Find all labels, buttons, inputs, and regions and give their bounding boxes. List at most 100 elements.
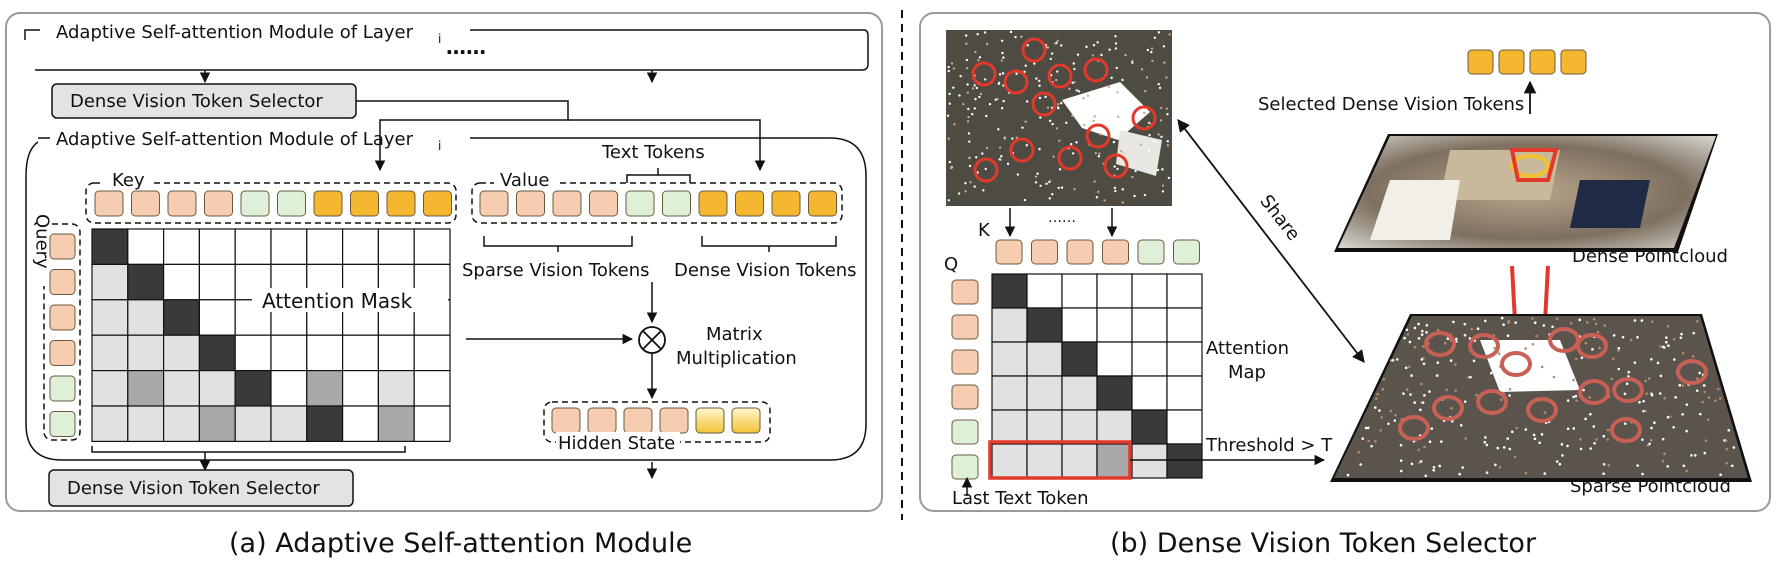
multiplication-label: Multiplication — [676, 348, 797, 369]
point-speck — [1469, 375, 1472, 379]
point-speck — [969, 181, 972, 184]
point-speck — [1069, 142, 1073, 146]
mask-cell — [198, 370, 236, 407]
point-speck — [1524, 471, 1528, 475]
point-speck — [1071, 152, 1075, 155]
sparse-vision-tokens-label: Sparse Vision Tokens — [462, 260, 650, 281]
mask-cell — [127, 370, 165, 407]
point-speck — [996, 97, 999, 101]
point-speck — [1484, 436, 1487, 439]
point-speck — [1166, 140, 1169, 143]
point-speck — [1059, 101, 1063, 105]
point-speck — [1644, 409, 1647, 413]
key-token — [240, 190, 270, 217]
key-token — [94, 190, 124, 217]
point-speck — [1097, 190, 1100, 194]
point-speck — [968, 156, 971, 160]
point-speck — [1589, 412, 1592, 416]
point-speck — [1387, 422, 1390, 426]
q-tokens — [951, 279, 979, 480]
point-speck — [1399, 443, 1403, 447]
point-speck — [1076, 53, 1080, 56]
map-cell — [1131, 307, 1168, 343]
point-speck — [1038, 147, 1041, 151]
point-speck — [1730, 464, 1734, 468]
point-speck — [1346, 473, 1350, 477]
point-speck — [1156, 168, 1160, 172]
query-token — [49, 411, 76, 437]
point-speck — [1592, 317, 1596, 321]
point-speck — [1086, 94, 1090, 97]
point-speck — [1025, 100, 1029, 103]
point-speck — [976, 32, 979, 36]
point-speck — [1450, 406, 1453, 410]
point-speck — [985, 114, 988, 118]
point-speck — [1642, 399, 1645, 403]
sampled-point-circle — [1085, 123, 1111, 149]
point-speck — [1419, 408, 1422, 412]
panel-b-caption: (b) Dense Vision Token Selector — [1110, 528, 1537, 559]
sampled-point-circle — [1031, 91, 1057, 117]
point-speck — [1093, 180, 1096, 183]
point-speck — [1000, 59, 1004, 62]
point-speck — [1666, 416, 1670, 419]
point-speck — [1095, 196, 1099, 199]
mask-cell — [377, 334, 415, 372]
value-token — [552, 190, 582, 217]
point-speck — [1685, 429, 1688, 433]
point-speck — [1049, 179, 1052, 183]
map-cell — [1096, 409, 1133, 445]
point-speck — [974, 51, 977, 54]
point-speck — [997, 82, 1000, 86]
point-speck — [1555, 386, 1558, 389]
point-speck — [1058, 168, 1062, 171]
point-speck — [1698, 412, 1702, 416]
point-speck — [997, 128, 1000, 131]
point-speck — [1555, 317, 1559, 321]
point-speck — [1452, 320, 1455, 324]
point-speck — [1678, 383, 1682, 387]
point-speck — [947, 137, 951, 140]
point-speck — [965, 67, 969, 70]
point-speck — [1636, 464, 1639, 467]
sampled-point-circle — [1676, 359, 1708, 385]
sampled-point-circle — [1009, 137, 1035, 163]
point-speck — [1672, 425, 1675, 429]
point-speck — [1034, 181, 1038, 184]
point-speck — [1727, 429, 1731, 432]
point-speck — [1672, 358, 1676, 361]
point-speck — [1648, 442, 1651, 446]
point-speck — [1732, 446, 1736, 449]
point-speck — [1374, 439, 1377, 443]
sparse-pointcloud-label: Sparse Pointcloud — [1570, 476, 1731, 497]
point-speck — [1645, 392, 1649, 396]
point-speck — [1502, 323, 1505, 327]
point-speck — [1121, 188, 1124, 191]
point-speck — [1134, 169, 1137, 173]
point-speck — [1436, 361, 1440, 364]
point-speck — [1049, 57, 1052, 61]
point-speck — [1621, 335, 1625, 339]
map-cell — [1096, 341, 1133, 377]
query-token — [49, 340, 76, 366]
point-speck — [1566, 427, 1570, 431]
point-speck — [1485, 471, 1489, 474]
mask-cell — [270, 405, 308, 443]
point-speck — [1454, 389, 1457, 392]
sampled-point-circle — [1103, 153, 1129, 179]
point-speck — [973, 185, 976, 188]
point-speck — [1714, 399, 1717, 402]
point-speck — [952, 67, 956, 70]
point-speck — [1068, 87, 1071, 91]
key-token — [277, 190, 306, 217]
point-speck — [1542, 324, 1546, 327]
point-speck — [1366, 426, 1370, 430]
point-speck — [1661, 345, 1665, 349]
mask-cell — [413, 370, 451, 407]
point-speck — [1121, 153, 1125, 156]
mask-cell — [127, 263, 165, 301]
point-speck — [1569, 322, 1573, 325]
point-speck — [1075, 89, 1078, 92]
point-speck — [1000, 155, 1003, 158]
point-speck — [1399, 459, 1403, 462]
